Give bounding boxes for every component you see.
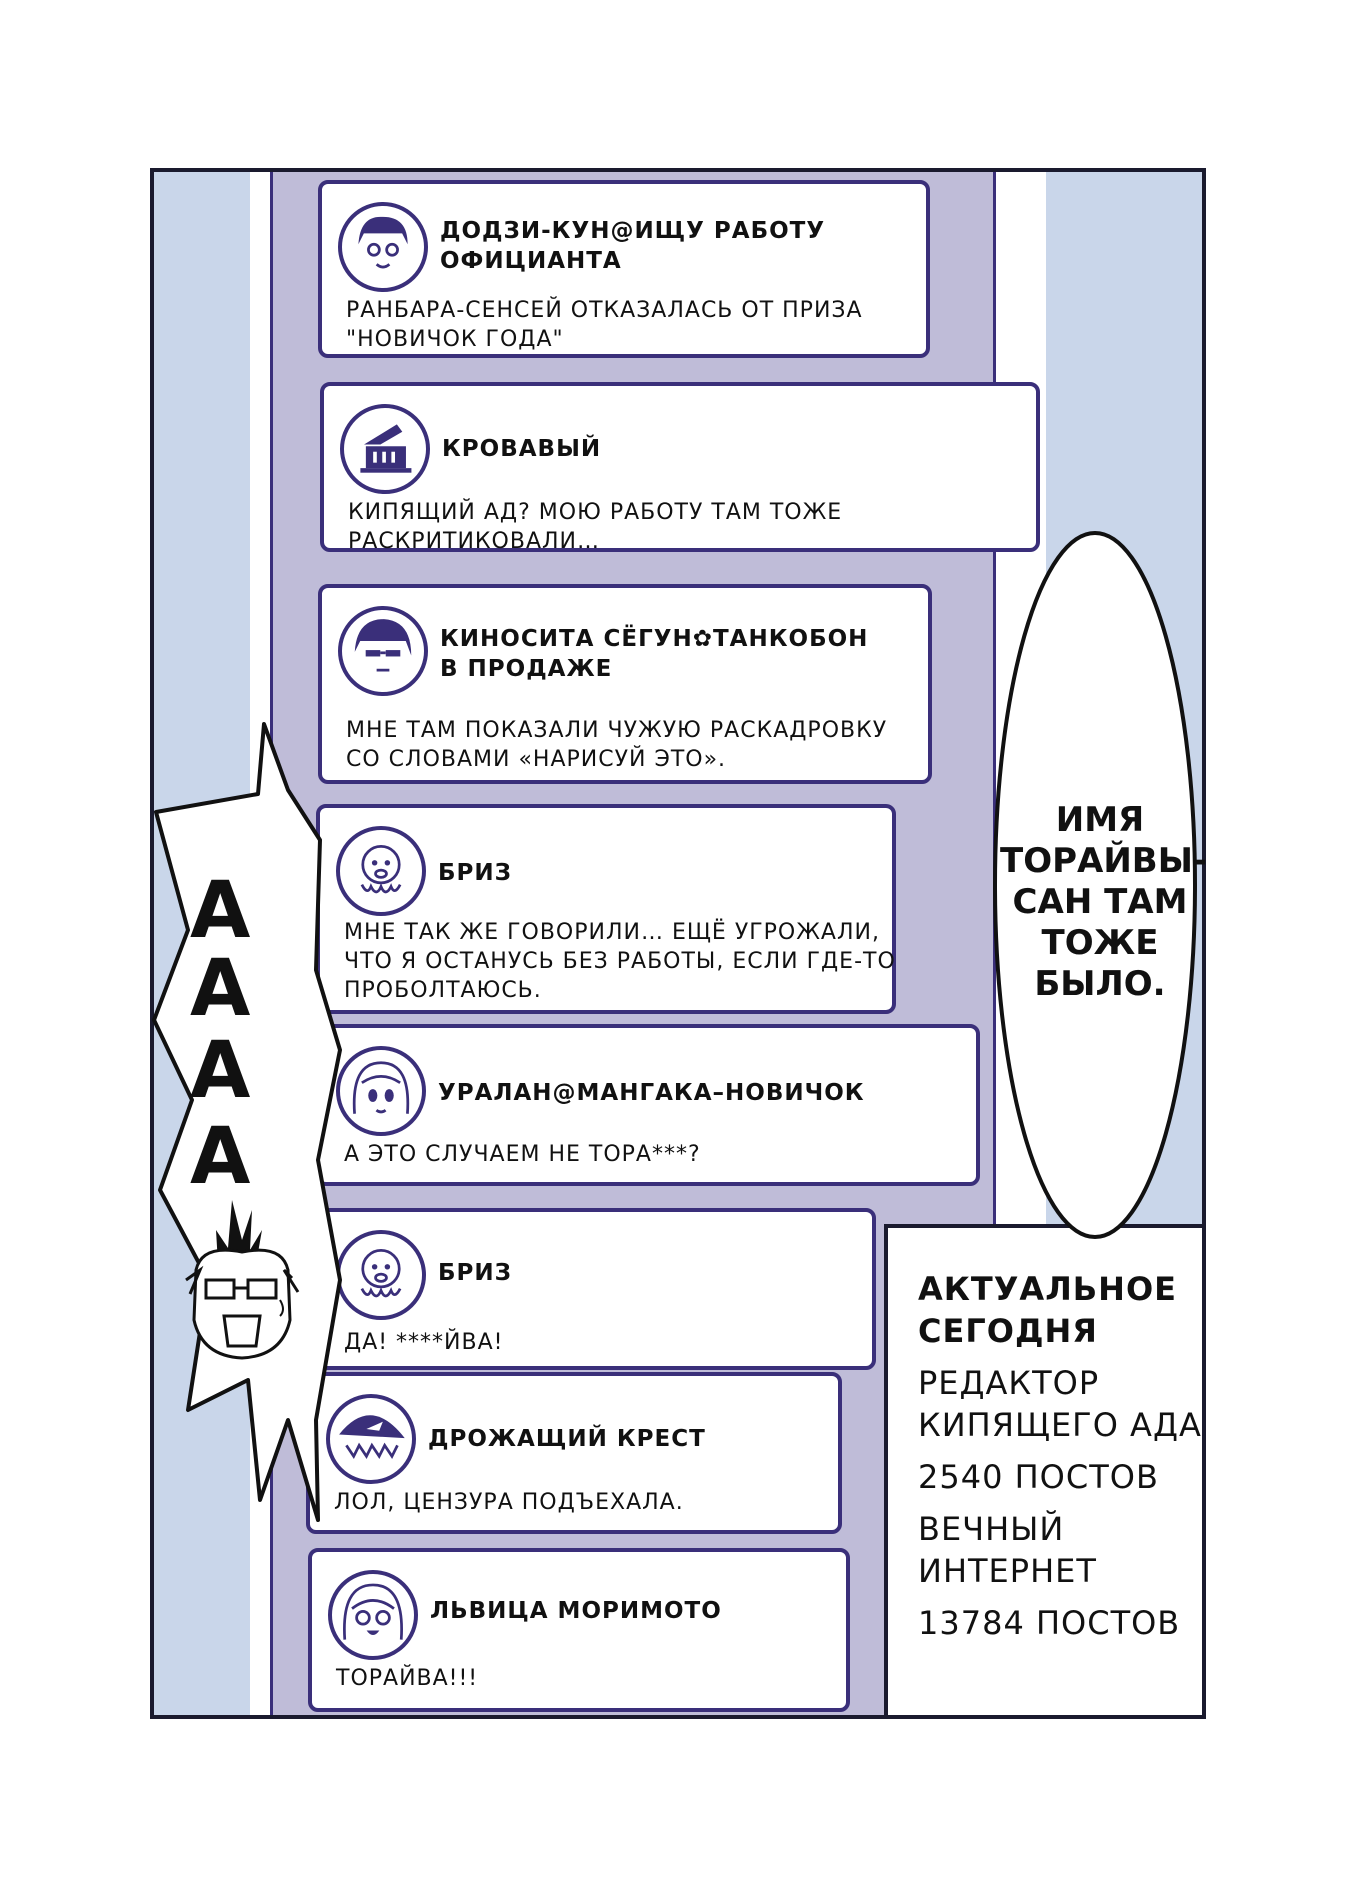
shout-letter: А <box>190 866 251 956</box>
building-avatar-icon <box>340 404 430 494</box>
trending-heading-line: сегодня <box>918 1312 1098 1350</box>
shark-avatar-icon <box>326 1394 416 1484</box>
post-card-4[interactable]: Бриз Мне так же говорили… Ещё угрожали, … <box>316 804 896 1014</box>
forum-post-count: 13784 постов <box>918 1604 1181 1642</box>
post-message: Кипящий ад? Мою работу там тоже раскрити… <box>348 500 843 554</box>
post-username[interactable]: Киносита Сёгун✿Танкобон в продаже <box>440 626 869 682</box>
forum-name-line: кипящего ада <box>918 1406 1202 1444</box>
post-username[interactable]: Бриз <box>438 1260 512 1286</box>
speech-line: тоже <box>1041 923 1159 963</box>
post-message: Торайва!!! <box>336 1666 479 1691</box>
post-card-6[interactable]: Бриз Да! ****йва! <box>316 1208 876 1370</box>
speech-bubble <box>993 531 1197 1239</box>
speech-line: было. <box>1034 964 1166 1004</box>
post-message: А это случаем не Тора***? <box>344 1142 701 1167</box>
speech-line: Торайвы- <box>1000 841 1208 881</box>
trending-heading-line: Актуальное <box>918 1270 1177 1308</box>
post-message: Лол, цензура подъехала. <box>334 1490 684 1515</box>
post-message: Мне там показали чужую раскадровку со сл… <box>346 718 888 772</box>
shout-letter: А <box>190 944 251 1034</box>
shout-letter: А <box>190 1112 251 1202</box>
screaming-character-icon <box>185 1200 300 1360</box>
post-message: Да! ****йва! <box>344 1330 504 1355</box>
girl-avatar-icon <box>336 1046 426 1136</box>
post-card-2[interactable]: Кровавый Кипящий ад? Мою работу там тоже… <box>320 382 1040 554</box>
post-username[interactable]: Дрожащий крест <box>428 1426 706 1452</box>
speech-line: Имя <box>1055 800 1145 840</box>
boy-avatar-icon <box>338 202 428 292</box>
speech-line: сан там <box>1012 882 1188 922</box>
trending-sidebar: Актуальное сегодня Редактор кипящего ада… <box>884 1224 1202 1715</box>
shout-letter: А <box>190 1026 251 1116</box>
forum-link-boiling-hell[interactable]: Редактор кипящего ада <box>918 1362 1202 1446</box>
post-username[interactable]: Бриз <box>438 860 512 886</box>
post-message: Ранбара-сенсей отказалась от приза "Нови… <box>346 298 863 352</box>
trending-heading: Актуальное сегодня <box>918 1268 1202 1352</box>
forum-name-line: интернет <box>918 1552 1097 1590</box>
smiling-girl-avatar-icon <box>328 1570 418 1660</box>
post-username[interactable]: Уралан@мангака–новичок <box>438 1080 865 1106</box>
post-username[interactable]: Додзи-кун@ищу работу официанта <box>440 218 826 274</box>
forum-name-line: Вечный <box>918 1510 1065 1548</box>
post-card-5[interactable]: Уралан@мангака–новичок А это случаем не … <box>316 1024 980 1186</box>
forum-name-line: Редактор <box>918 1364 1100 1402</box>
post-card-1[interactable]: Додзи-кун@ищу работу официанта Ранбара-с… <box>318 180 930 358</box>
speech-bubble-text: Имя Торайвы- сан там тоже было. <box>1000 800 1208 1005</box>
shout-bubble <box>152 722 342 1522</box>
forum-post-count: 2540 постов <box>918 1458 1159 1496</box>
post-card-7[interactable]: Дрожащий крест Лол, цензура подъехала. <box>306 1372 842 1534</box>
forum-link-eternal-internet[interactable]: Вечный интернет <box>918 1508 1202 1592</box>
post-username[interactable]: Кровавый <box>442 436 602 462</box>
post-message: Мне так же говорили… Ещё угрожали, что я… <box>344 920 896 1003</box>
glasses-avatar-icon <box>338 606 428 696</box>
post-card-3[interactable]: Киносита Сёгун✿Танкобон в продаже Мне та… <box>318 584 932 784</box>
octopus-avatar-icon <box>336 826 426 916</box>
octopus-avatar-icon <box>336 1230 426 1320</box>
post-card-8[interactable]: Львица Моримото Торайва!!! <box>308 1548 850 1712</box>
post-username[interactable]: Львица Моримото <box>430 1598 722 1624</box>
